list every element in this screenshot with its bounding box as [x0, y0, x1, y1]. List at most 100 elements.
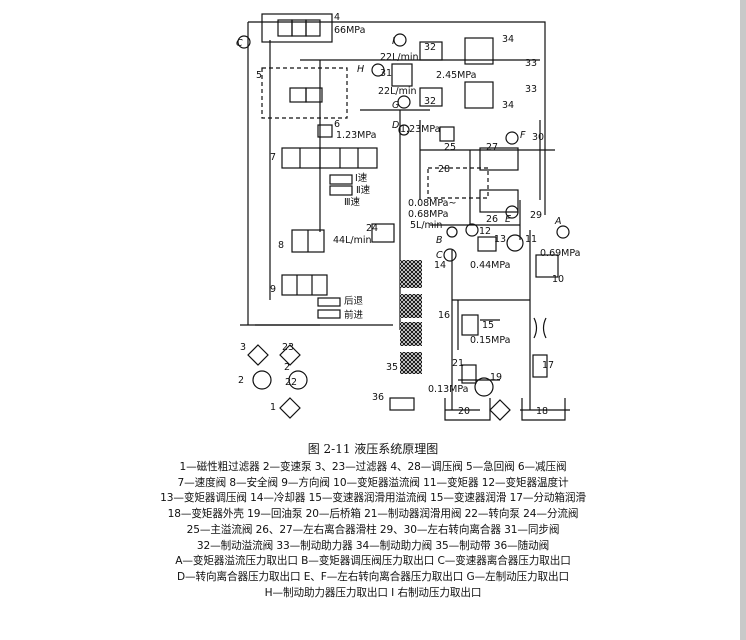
flow-divider-24 — [371, 223, 395, 243]
pressure-valve-28 — [427, 167, 489, 199]
brake-valve-21 — [461, 364, 477, 384]
label-n9: 9 — [270, 284, 276, 295]
label-n21: 21 — [452, 358, 464, 369]
label-n31: 31 — [380, 68, 392, 79]
label-n10: 10 — [552, 274, 564, 285]
label-c-top: C — [236, 38, 243, 49]
label-press-015: 0.15MPa — [470, 335, 510, 346]
transfer-lubrication-orifice — [533, 317, 547, 339]
filter-3 — [247, 344, 269, 366]
variable-pump-2 — [252, 370, 272, 390]
coarse-filter-1 — [279, 397, 301, 419]
label-n29: 29 — [530, 210, 542, 221]
pressure-valve-4 — [261, 13, 333, 43]
legend-line: 13—变矩器调压阀 14—冷却器 15—变速器润滑用溢流阀 15—变速器润滑 1… — [160, 492, 586, 505]
hydraulic-schematic: C 66MPa 4 5 I H G D F E A B C 22L/min 22… — [236, 12, 580, 421]
label-n22: 22 — [285, 377, 297, 388]
label-n13: 13 — [494, 234, 506, 245]
label-n6: 6 — [334, 119, 340, 130]
speed-valve-7 — [281, 147, 378, 169]
label-h: H — [357, 64, 364, 75]
sync-valve-31 — [391, 63, 413, 87]
label-n32b: 32 — [424, 96, 436, 107]
label-n15: 15 — [482, 320, 494, 331]
pressure-point-h — [371, 63, 385, 77]
legend-line: H—制动助力器压力取出口 I 右制动压力取出口 — [264, 586, 482, 599]
label-flow-44: 44L/min — [333, 235, 372, 246]
label-n2a: 2 — [238, 375, 244, 386]
pressure-point-i — [393, 33, 407, 47]
figure-caption: 图 2-11 液压系统原理图 — [307, 442, 439, 456]
label-n34b: 34 — [502, 100, 514, 111]
label-n33b: 33 — [525, 84, 537, 95]
label-press-068: 0.68MPa — [408, 209, 448, 220]
steering-pump-22 — [288, 370, 308, 390]
label-n26: 26 — [486, 214, 498, 225]
label-66: 66MPa — [334, 25, 365, 36]
legend: 1—磁性粗过滤器 2—变速泵 3、23—过滤器 4、28—调压阀 5—急回阀 6… — [0, 460, 746, 601]
label-n17: 17 — [542, 360, 554, 371]
pressure-point-f — [505, 131, 519, 145]
brake-booster-valve-34b — [464, 81, 494, 109]
label-n32a: 32 — [424, 42, 436, 53]
torque-converter-11 — [506, 234, 524, 252]
label-c-low: C — [436, 250, 443, 261]
label-flow-22b: 22L/min — [378, 86, 417, 97]
label-press-008: 0.08MPa~ — [408, 198, 456, 209]
label-n28: 28 — [438, 164, 450, 175]
label-e: E — [505, 214, 511, 225]
relief-valve-15 — [461, 314, 479, 336]
cooler-14 — [443, 248, 457, 262]
label-b: B — [436, 235, 443, 246]
thermometer-12 — [465, 223, 479, 237]
label-n7: 7 — [270, 152, 276, 163]
label-press-245: 2.45MPa — [436, 70, 476, 81]
legend-line: 7—速度阀 8—安全阀 9—方向阀 10—变矩器溢流阀 11—变矩器 12—变矩… — [177, 476, 569, 489]
label-n8: 8 — [278, 240, 284, 251]
label-n1: 1 — [270, 402, 276, 413]
main-pressure-line — [247, 21, 546, 326]
clutch-spool-26 — [479, 189, 519, 213]
overflow-valve-10 — [535, 254, 559, 278]
legend-line: 18—变矩器外壳 19—回油泵 20—后桥箱 21—制动器润滑用阀 22—转向泵… — [167, 508, 579, 521]
label-press-069: 0.69MPa — [540, 248, 580, 259]
transfer-lubrication-17 — [532, 354, 548, 378]
converter-housing-18 — [521, 398, 566, 421]
page-edge — [740, 0, 746, 640]
label-flow-5: 5L/min — [410, 220, 442, 231]
pressure-point-d — [398, 124, 410, 136]
legend-line: 25—主溢流阀 26、27—左右离合器滑柱 29、30—左右转向离合器 31—同… — [186, 523, 560, 536]
filter-14 — [489, 399, 511, 421]
pressure-point-c — [237, 35, 251, 49]
pressure-point-e — [505, 205, 519, 219]
regulator-13 — [477, 236, 497, 252]
main-relief-valve-25 — [439, 126, 455, 142]
label-n36: 36 — [372, 392, 384, 403]
label-n35: 35 — [386, 362, 398, 373]
brake-relief-valve-32a — [419, 41, 443, 61]
return-pump-19 — [474, 377, 494, 397]
label-a: A — [554, 216, 562, 227]
quick-return-valve-5 — [261, 67, 348, 119]
pressure-point-b — [446, 226, 458, 238]
label-n20: 20 — [458, 406, 470, 417]
label-n3: 3 — [240, 342, 246, 353]
brake-relief-valve-32b — [419, 87, 443, 107]
label-n34a: 34 — [502, 34, 514, 45]
reducing-valve-6 — [317, 124, 333, 138]
direction-valve-9 — [281, 274, 328, 296]
label-n23: 23 — [282, 342, 294, 353]
label-flow-22a: 22L/min — [380, 52, 419, 63]
brake-booster-valve-34a — [464, 37, 494, 65]
right-circuit-lines — [419, 120, 555, 240]
label-n12: 12 — [479, 226, 491, 237]
label-n11: 11 — [525, 234, 537, 245]
legend-line: D—转向离合器压力取出口 E、F—左右转向离合器压力取出口 G—左制动压力取出口 — [176, 570, 570, 583]
filter-23 — [279, 344, 301, 366]
label-press-013: 0.13MPa — [428, 384, 468, 395]
label-f: F — [520, 130, 526, 141]
label-speed-3: Ⅲ速 — [344, 197, 361, 208]
legend-line: 1—磁性粗过滤器 2—变速泵 3、23—过滤器 4、28—调压阀 5—急回阀 6… — [179, 461, 567, 473]
label-speed-2: Ⅱ速 — [356, 185, 371, 196]
return-line — [240, 40, 540, 330]
